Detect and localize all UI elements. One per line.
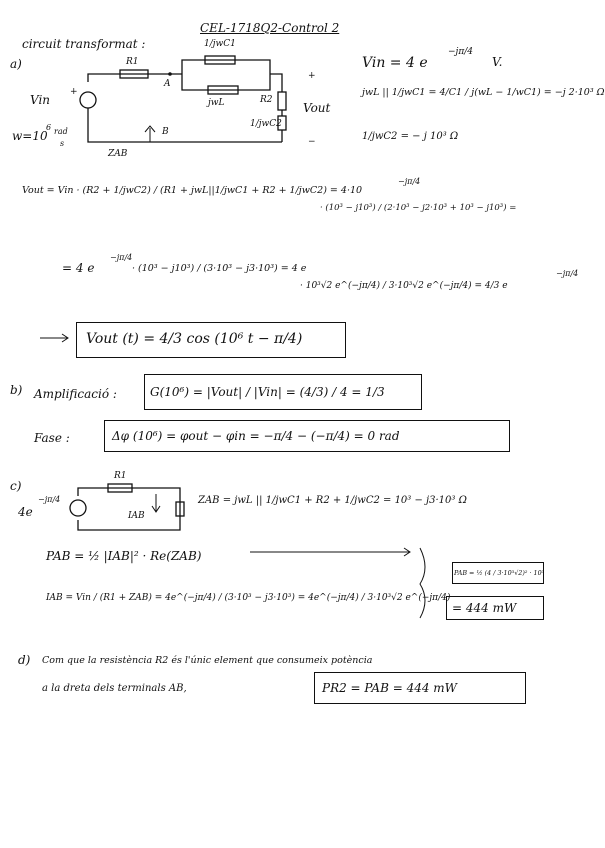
part-b-label: b) — [10, 383, 23, 397]
pab-value-box — [446, 596, 544, 620]
circuit-node-a: A — [164, 79, 171, 89]
amplification-box — [144, 374, 422, 410]
circuit-omega-unit-den: s — [60, 139, 65, 148]
part-a-label: a) — [10, 57, 22, 71]
vout-derivation-line1-exp: −jπ/4 — [398, 177, 421, 186]
page-header: CEL-1718Q2-Control 2 — [200, 21, 340, 35]
source-c-exp: −jπ/4 — [38, 495, 61, 504]
circuit-node-b: B — [162, 127, 169, 137]
pab-equation: PAB = ½ |IAB|² · Re(ZAB) — [46, 549, 202, 563]
vout-derivation-line2-c: · 10³√2 e^(−jπ/4) / 3·10³√2 e^(−jπ/4) = … — [300, 281, 508, 291]
circuit-zab-label: ZAB — [108, 149, 128, 159]
circuit-r2-label: R2 — [260, 95, 273, 105]
circuit-vout-plus: + — [308, 71, 316, 81]
vout-derivation-line1: Vout = Vin · (R2 + 1/jwC2) / (R1 + jwL||… — [22, 185, 363, 196]
part-c-label: c) — [10, 479, 22, 493]
circuit-r1-label: R1 — [126, 57, 139, 67]
phase-box — [104, 420, 510, 452]
c2-impedance-equation: 1/jwC2 = − j 10³ Ω — [362, 131, 459, 142]
amplification-equation: G(10⁶) = |Vout| / |Vin| = (4/3) / 4 = 1/… — [150, 385, 385, 399]
amplification-label: Amplificació : — [34, 387, 117, 401]
circuit-vin-label: Vin — [30, 93, 51, 107]
pab-value: = 444 mW — [452, 601, 517, 615]
zab-equation: ZAB = jwL || 1/jwC1 + R2 + 1/jwC2 = 10³ … — [198, 495, 467, 506]
vin-equation: Vin = 4 e — [362, 55, 428, 71]
circuit-omega-exp: 6 — [46, 123, 52, 132]
vout-derivation-line2: = 4 e — [62, 261, 95, 275]
circuit-c2-label: 1/jwC2 — [250, 119, 282, 129]
part-d-line1: Com que la resistència R2 és l'únic elem… — [42, 655, 373, 666]
vout-time-result: Vout (t) = 4/3 cos (10⁶ t − π/4) — [86, 331, 303, 347]
circuit-c1-label: 1/jwC1 — [204, 39, 236, 49]
vout-time-box — [76, 322, 346, 358]
phase-label: Fase : — [34, 431, 70, 445]
vout-derivation-line2-b: · (10³ − j10³) / (3·10³ − j3·10³) = 4 e — [132, 263, 307, 274]
vin-unit: V. — [492, 55, 503, 69]
circuit-omega-unit: rad — [54, 127, 68, 136]
pab-result-box — [452, 562, 544, 584]
circuit-omega: w=10 — [12, 129, 48, 143]
part-d-result-box — [314, 672, 526, 704]
vout-derivation-line2-exp: −jπ/4 — [110, 253, 133, 262]
vout-derivation-line2-exp2: −jπ/4 — [556, 269, 579, 278]
circuit-l-label: jwL — [208, 98, 225, 108]
part-d-label: d) — [18, 653, 31, 667]
circuit-c-r1: R1 — [114, 471, 127, 481]
parallel-impedance-equation: jwL || 1/jwC1 = 4/C1 / j(wL − 1/wC1) = −… — [362, 87, 605, 98]
circuit-plus: + — [70, 87, 78, 97]
iab-equation: IAB = Vin / (R1 + ZAB) = 4e^(−jπ/4) / (3… — [46, 593, 451, 603]
circuit-c-iab: IAB — [128, 511, 145, 521]
vin-exponent: −jπ/4 — [448, 47, 474, 57]
pab-result: PAB = ½ (4 / 3·10³√2)² · 10³ — [454, 569, 545, 577]
part-d-line2: a la dreta dels terminals AB, — [42, 683, 187, 694]
section-title: circuit transformat : — [22, 37, 146, 51]
circuit-vout-label: Vout — [303, 101, 331, 115]
vout-derivation-line1-b: · (10³ − j10³) / (2·10³ − j2·10³ + 10³ −… — [320, 203, 517, 213]
circuit-vout-minus: − — [308, 137, 316, 147]
phase-equation: Δφ (10⁶) = φout − φin = −π/4 − (−π/4) = … — [112, 429, 400, 443]
part-d-result: PR2 = PAB = 444 mW — [322, 681, 457, 695]
source-c-label: 4e — [18, 505, 33, 519]
